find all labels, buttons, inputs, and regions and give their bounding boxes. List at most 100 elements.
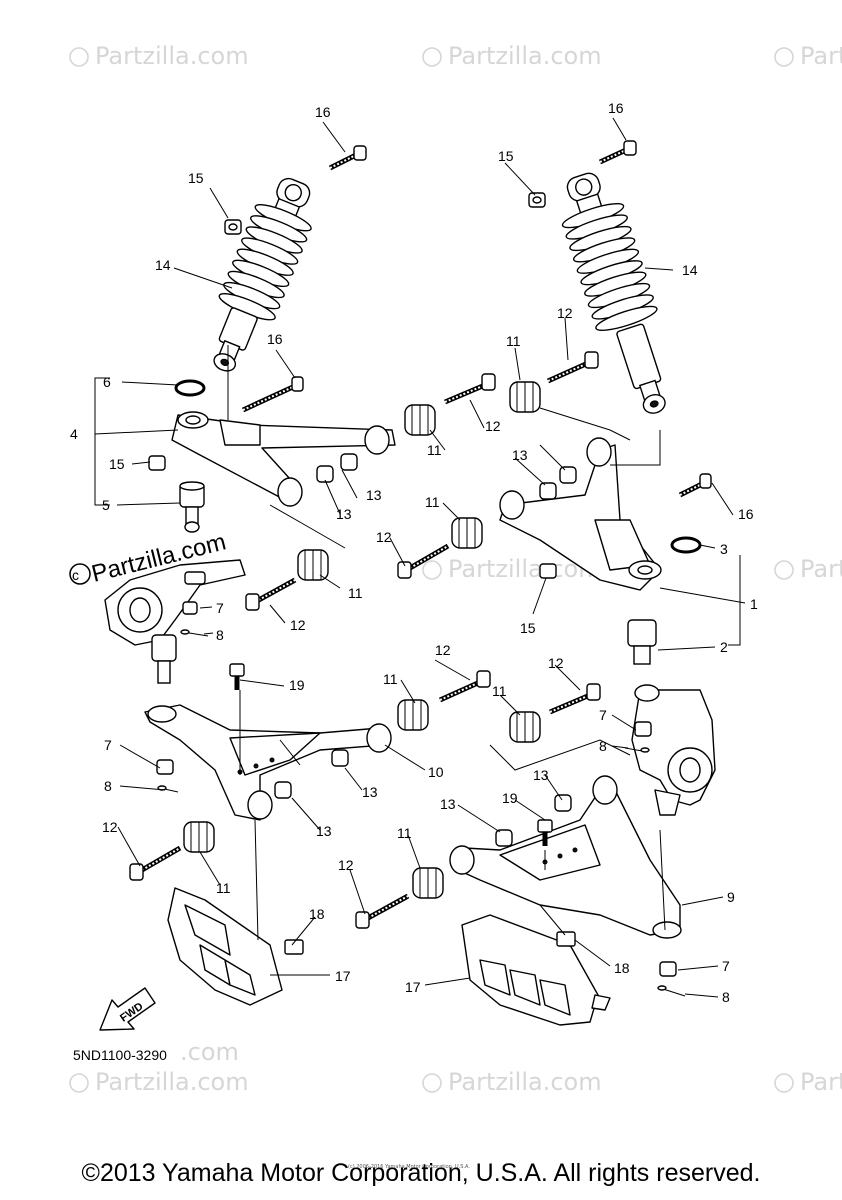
callout-11-e: 11 (383, 671, 398, 687)
circlip-3-right (670, 536, 702, 554)
watermark-top-left: Partzilla.com (69, 42, 249, 70)
nut-13-c (539, 482, 557, 500)
callout-13-e: 13 (316, 823, 332, 839)
callout-11-h: 11 (397, 825, 412, 841)
right-skid-plate (461, 914, 611, 1026)
watermark-diagram-ref: .com (180, 1038, 239, 1066)
callout-12-e: 12 (435, 642, 451, 658)
svg-text:c: c (72, 567, 79, 583)
callout-14-a: 14 (155, 257, 171, 273)
callout-12-a: 12 (376, 529, 392, 545)
callout-13-d: 13 (362, 784, 378, 800)
bushing-11-mid-right (451, 517, 483, 549)
fwd-arrow: FWD (99, 987, 156, 1031)
callout-12-d: 12 (557, 305, 573, 321)
bolt-16-top-right (598, 140, 637, 165)
bolt-12-mid-right (397, 543, 450, 579)
callout-11-c: 11 (425, 494, 440, 510)
nut-13-b (340, 453, 358, 471)
right-shock-spring (561, 203, 658, 331)
bolt-12-upper-right (546, 351, 599, 384)
callout-13-c: 13 (512, 447, 528, 463)
callout-15-d: 15 (498, 148, 514, 164)
svg-text:Partzilla.com: Partzilla.com (800, 1068, 842, 1096)
callout-2: 2 (720, 639, 728, 655)
bushing-11-upper-right (509, 381, 541, 413)
svg-text:Partzilla.com: Partzilla.com (800, 555, 842, 583)
watermark-bottom-center: Partzilla.com (422, 1068, 602, 1096)
right-lower-arm (449, 775, 682, 939)
callout-17-a: 17 (335, 968, 351, 984)
callout-12-c: 12 (485, 418, 501, 434)
clip-18-right (556, 931, 576, 947)
callout-12-f: 12 (548, 655, 564, 671)
nut-13-d (559, 466, 577, 484)
watermark-middle-right: Partzilla.com (774, 555, 842, 583)
left-knuckle (104, 559, 246, 646)
callout-16-c: 16 (738, 506, 754, 522)
watermark-bottom-left: Partzilla.com (69, 1068, 249, 1096)
callout-15-a: 15 (188, 170, 204, 186)
svg-text:Partzilla.com: Partzilla.com (800, 42, 842, 70)
svg-text:Partzilla.com: Partzilla.com (95, 1068, 249, 1096)
callout-labels: 16 15 14 16 6 4 15 5 7 8 12 11 12 11 13 … (70, 100, 758, 1005)
nut-13-a (316, 465, 334, 483)
pin-8-left-upper (180, 629, 209, 637)
pin-8-right-upper (624, 747, 650, 753)
callout-13-g: 13 (440, 796, 456, 812)
diagram-ref-number: 5ND1100-3290 (73, 1047, 167, 1063)
nut-13-g (554, 794, 572, 812)
nut-7-right-lower (659, 961, 677, 977)
callout-17-b: 17 (405, 979, 421, 995)
left-lower-ball-joint (151, 634, 177, 684)
svg-text:Partzilla.com: Partzilla.com (448, 42, 602, 70)
callout-19-a: 19 (289, 677, 305, 693)
callout-leaders (94, 117, 746, 998)
nut-7-left-upper (182, 601, 198, 615)
callout-6: 6 (103, 374, 111, 390)
callout-11-b: 11 (427, 442, 442, 458)
bolt-16-top-left (328, 145, 367, 171)
callout-16-d: 16 (608, 100, 624, 116)
callout-9: 9 (727, 889, 735, 905)
callout-11-d: 11 (506, 333, 521, 349)
nut-15-top-right (528, 192, 546, 208)
circlip-6-left (174, 379, 206, 397)
callout-8-c: 8 (599, 738, 607, 754)
bolt-12-lower-right-bottom (355, 893, 410, 929)
callout-7-b: 7 (104, 737, 112, 753)
bushing-11-lower-right-bottom (412, 867, 444, 899)
nut-13-e (331, 749, 349, 767)
watermark-bottom-right: Partzilla.com (774, 1068, 842, 1096)
bolt-12-mid-left (245, 577, 297, 611)
bolt-16-right-mid (678, 473, 712, 498)
bushing-11-upper-left (404, 404, 436, 436)
nut-13-f (274, 781, 292, 799)
callout-14-b: 14 (682, 262, 698, 278)
bolt-16-left-mid (241, 376, 304, 413)
bushing-11-lower-left-bottom (183, 821, 215, 853)
nut-13-h (495, 829, 513, 847)
callout-15-b: 15 (109, 456, 125, 472)
ball-joint-5 (179, 481, 205, 533)
clip-18-left (284, 939, 304, 955)
svg-text:Partzilla.com: Partzilla.com (448, 1068, 602, 1096)
callout-18-b: 18 (614, 960, 630, 976)
ball-joint-2 (627, 619, 657, 665)
nut-15-top-left (224, 219, 242, 235)
pin-8-right-lower (657, 985, 686, 997)
callout-11-g: 11 (216, 880, 231, 896)
bolt-19-left (229, 663, 245, 690)
left-upper-arm (171, 411, 396, 507)
left-shock-spring (218, 204, 312, 321)
callout-8-a: 8 (216, 627, 224, 643)
bolt-12-lower-left-top (438, 670, 491, 703)
bushing-11-mid-left (297, 549, 329, 581)
leader-lines (94, 345, 741, 941)
callout-13-a: 13 (336, 506, 352, 522)
callout-5: 5 (102, 497, 110, 513)
callout-4: 4 (70, 426, 78, 442)
callout-8-b: 8 (104, 778, 112, 794)
callout-18-a: 18 (309, 906, 325, 922)
